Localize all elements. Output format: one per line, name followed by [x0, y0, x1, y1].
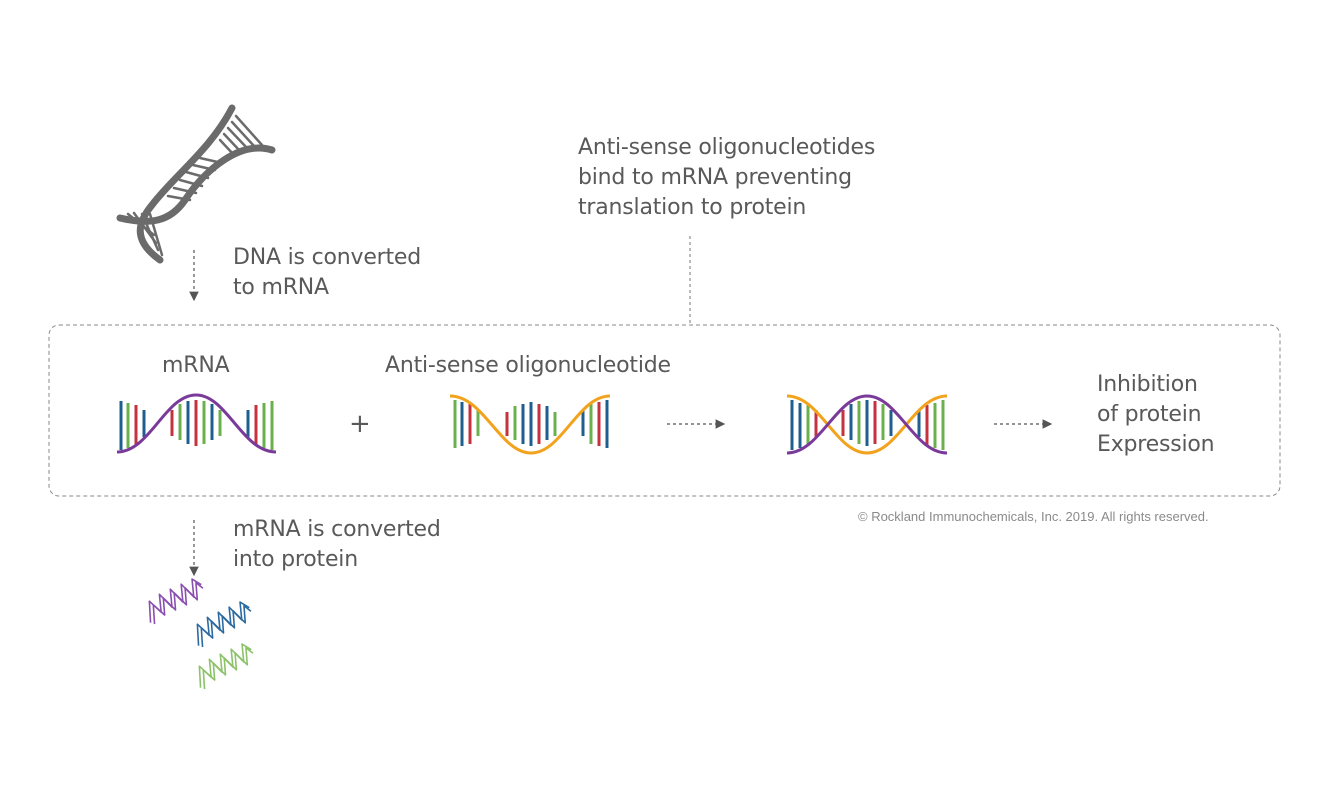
process-box	[48, 324, 1281, 497]
dna-conversion-line2: to mRNA	[233, 275, 329, 300]
protein-conversion-label: mRNA is converted into protein	[233, 515, 441, 575]
mrna-label: mRNA	[162, 353, 230, 378]
copyright-notice: © Rockland Immunochemicals, Inc. 2019. A…	[858, 509, 1209, 524]
annotation-text: Anti-sense oligonucleotides bind to mRNA…	[578, 133, 875, 223]
result-label: Inhibition of protein Expression	[1097, 370, 1215, 460]
annotation-line3: translation to protein	[578, 195, 807, 220]
antisense-label: Anti-sense oligonucleotide	[385, 353, 671, 378]
protein-conversion-line2: into protein	[233, 547, 358, 572]
result-line3: Expression	[1097, 432, 1215, 457]
bound-duplex-icon	[786, 394, 948, 455]
result-line1: Inhibition	[1097, 372, 1198, 397]
annotation-line1: Anti-sense oligonucleotides	[578, 135, 876, 160]
result-line2: of protein	[1097, 402, 1202, 427]
dna-conversion-line1: DNA is converted	[233, 245, 422, 270]
plus-sign: +	[349, 409, 371, 439]
antisense-strand-icon	[449, 394, 611, 455]
protein-conversion-line1: mRNA is converted	[233, 517, 441, 542]
dna-double-helix-icon	[116, 104, 276, 264]
mrna-strand-icon	[116, 393, 277, 454]
annotation-line2: bind to mRNA preventing	[578, 165, 852, 190]
dna-conversion-label: DNA is converted to mRNA	[233, 243, 421, 303]
protein-helix-icon	[148, 578, 254, 690]
